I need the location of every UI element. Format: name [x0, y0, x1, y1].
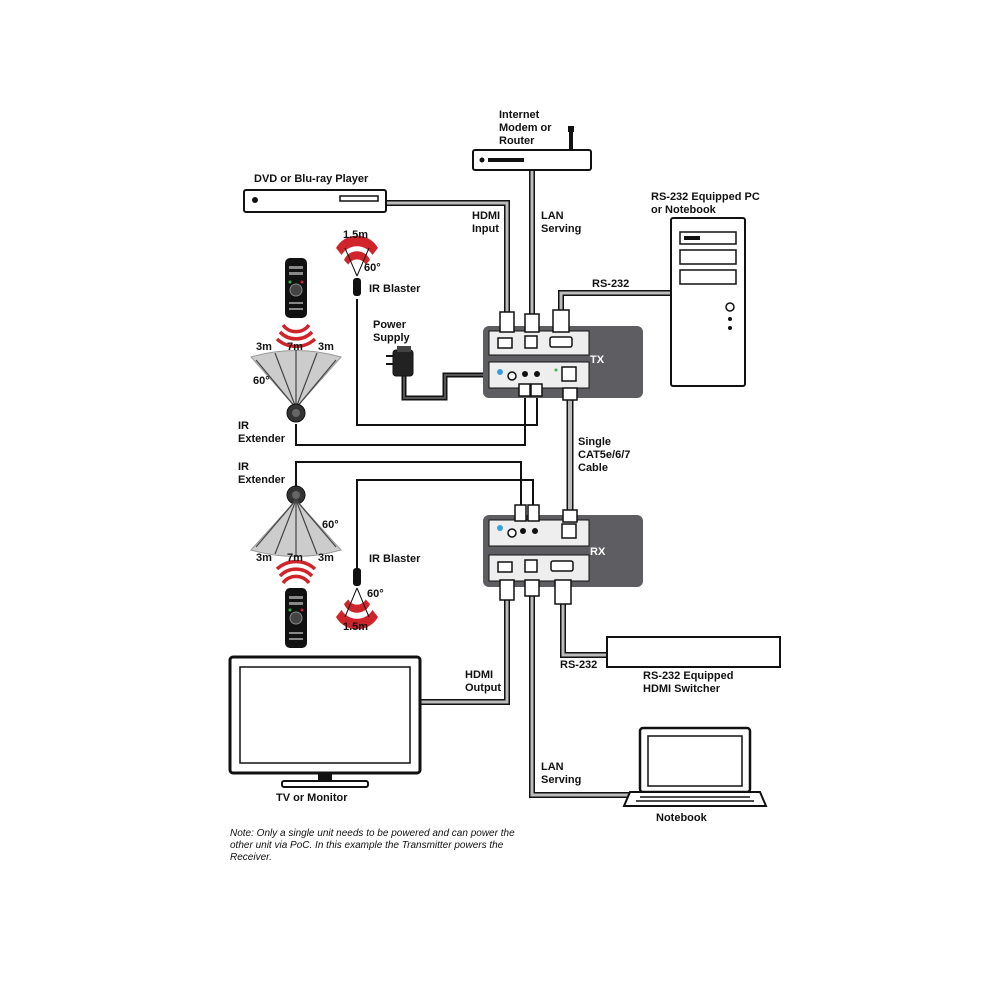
- router-icon: [472, 126, 592, 171]
- ext-left-top-label: 3m: [256, 341, 272, 353]
- hdmi-input-label: HDMI Input: [472, 210, 501, 235]
- ir-angle-bottom-label: 60°: [367, 588, 384, 600]
- ir-blaster-bottom-label: IR Blaster: [369, 553, 421, 565]
- notebook-label: Notebook: [656, 812, 707, 824]
- ir-range-bottom-label: 1.5m: [343, 621, 369, 633]
- hdmi-output-label: HDMI Output: [465, 669, 502, 694]
- ir-blaster-icon-bottom: [336, 568, 378, 630]
- ext-right-bottom-label: 3m: [318, 552, 334, 564]
- ir-blaster-wire-bottom: [356, 479, 534, 571]
- ext-right-top-label: 3m: [318, 341, 334, 353]
- ir-angle-top-label: 60°: [364, 262, 381, 274]
- pc-tower-icon: [670, 217, 746, 387]
- rs232-cable-top: [558, 290, 674, 315]
- ir-extender-icon: [286, 403, 306, 423]
- tx-unit: [483, 326, 643, 398]
- remote-icon-bottom: [285, 588, 307, 648]
- ir-extender-fan-top: [250, 350, 342, 409]
- remote-icon: [285, 258, 307, 318]
- rs232-bottom-label: RS-232: [560, 659, 598, 671]
- ir-wave-top: [275, 323, 317, 349]
- router-label: Internet Modem or Router: [499, 109, 552, 147]
- lan-serving-bottom-label: LAN Serving: [541, 761, 582, 786]
- notebook-icon: [622, 726, 768, 807]
- rx-connectors: [499, 504, 578, 605]
- power-adapter-icon: [386, 346, 414, 377]
- hdmi-input-cable: [382, 200, 510, 315]
- dvd-label: DVD or Blu-ray Player: [254, 173, 369, 185]
- ext-angle-top-label: 60°: [253, 375, 270, 387]
- rx-unit: [483, 515, 643, 587]
- ext-mid-top-label: 7m: [287, 341, 303, 353]
- tv-label: TV or Monitor: [276, 792, 348, 804]
- ext-mid-bottom-label: 7m: [287, 552, 303, 564]
- ext-angle-bottom-label: 60°: [322, 519, 339, 531]
- lan-cable-bottom: [529, 589, 633, 798]
- rs232-top-label: RS-232: [592, 278, 630, 290]
- ir-blaster-wire-top: [356, 299, 538, 426]
- cables: [295, 169, 674, 798]
- rs232-cable-bottom: [560, 597, 610, 658]
- cable-label: Single CAT5e/6/7 Cable: [578, 436, 631, 474]
- ir-extender-top-label: IR Extender: [238, 420, 286, 445]
- ext-left-bottom-label: 3m: [256, 552, 272, 564]
- tx-label: TX: [590, 354, 605, 366]
- ir-extender-wire-bottom: [295, 461, 522, 521]
- rx-label: RX: [590, 546, 606, 558]
- ir-extender-bottom-label: IR Extender: [238, 461, 286, 486]
- ir-wave-bottom: [275, 559, 317, 585]
- dvd-player-icon: [243, 189, 387, 213]
- hdmi-switcher-icon: [606, 636, 781, 668]
- hdmi-output-cable: [417, 589, 510, 705]
- tx-connectors: [499, 309, 578, 401]
- hdmi-switcher-label: RS-232 Equipped HDMI Switcher: [643, 670, 734, 695]
- ir-blaster-top-label: IR Blaster: [369, 283, 421, 295]
- power-supply-label: Power Supply: [373, 319, 410, 344]
- ir-extender-wire-top: [295, 384, 526, 446]
- ir-range-top-label: 1.5m: [343, 229, 369, 241]
- footnote: Note: Only a single unit needs to be pow…: [230, 828, 515, 863]
- ir-extender-fan-bottom: [250, 499, 342, 557]
- tv-icon: [228, 655, 422, 788]
- lan-serving-top-label: LAN Serving: [541, 210, 582, 235]
- pc-label: RS-232 Equipped PC or Notebook: [651, 191, 760, 216]
- ir-blaster-icon: [336, 235, 378, 296]
